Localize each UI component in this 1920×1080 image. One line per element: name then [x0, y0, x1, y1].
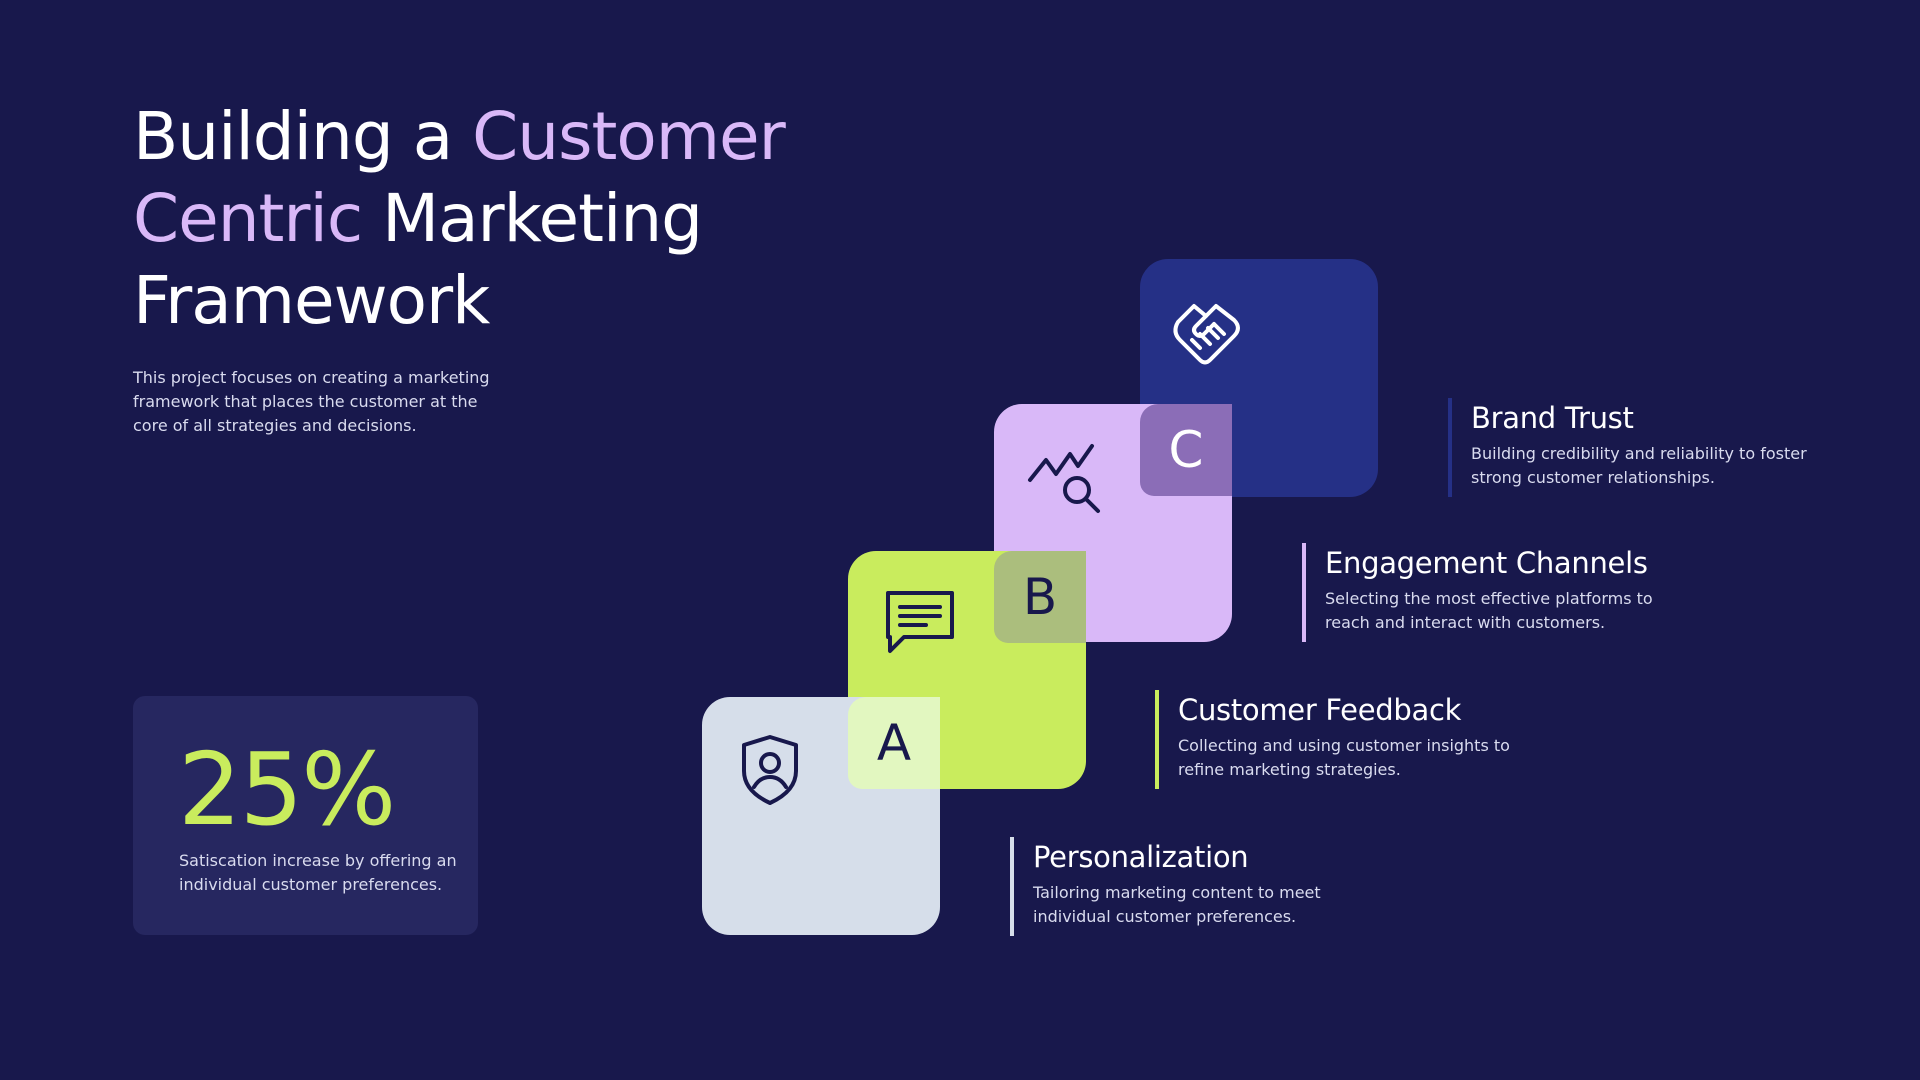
item-text: Building credibility and reliability to … — [1471, 444, 1807, 487]
item-title: Brand Trust — [1471, 401, 1634, 435]
item-text: Selecting the most effective platforms t… — [1325, 589, 1653, 632]
title-part-1: Building a — [133, 98, 473, 175]
item-title: Personalization — [1033, 840, 1249, 874]
stat-card: 25% Satiscation increase by offering an … — [133, 696, 478, 935]
item-customer-feedback: Customer Feedback Collecting and using c… — [1155, 690, 1555, 789]
intro-text: This project focuses on creating a marke… — [133, 368, 490, 435]
item-accent-bar — [1010, 837, 1014, 936]
item-accent-bar — [1155, 690, 1159, 789]
item-text: Collecting and using customer insights t… — [1178, 736, 1510, 779]
title-accent-2: Centric — [133, 180, 363, 257]
handshake-icon — [1168, 290, 1252, 374]
step-letter-c: C — [1140, 404, 1232, 496]
item-title: Customer Feedback — [1178, 693, 1462, 727]
item-brand-trust: Brand Trust Building credibility and rel… — [1448, 398, 1808, 497]
chart-search-icon — [1026, 436, 1102, 516]
item-accent-bar — [1302, 543, 1306, 642]
item-accent-bar — [1448, 398, 1452, 497]
chat-message-icon — [882, 585, 958, 657]
stat-text: Satiscation increase by offering an indi… — [179, 851, 457, 894]
item-text: Tailoring marketing content to meet indi… — [1033, 883, 1321, 926]
title-part-3: Framework — [133, 262, 490, 339]
step-letter-b: B — [994, 551, 1086, 643]
title-part-2: Marketing — [362, 180, 703, 257]
item-personalization: Personalization Tailoring marketing cont… — [1010, 837, 1370, 936]
stat-value: 25% — [178, 731, 396, 848]
item-engagement-channels: Engagement Channels Selecting the most e… — [1302, 543, 1662, 642]
item-title: Engagement Channels — [1325, 546, 1648, 580]
step-letter-a: A — [848, 697, 940, 789]
title-accent-1: Customer — [472, 98, 786, 175]
shield-user-icon — [738, 733, 802, 807]
